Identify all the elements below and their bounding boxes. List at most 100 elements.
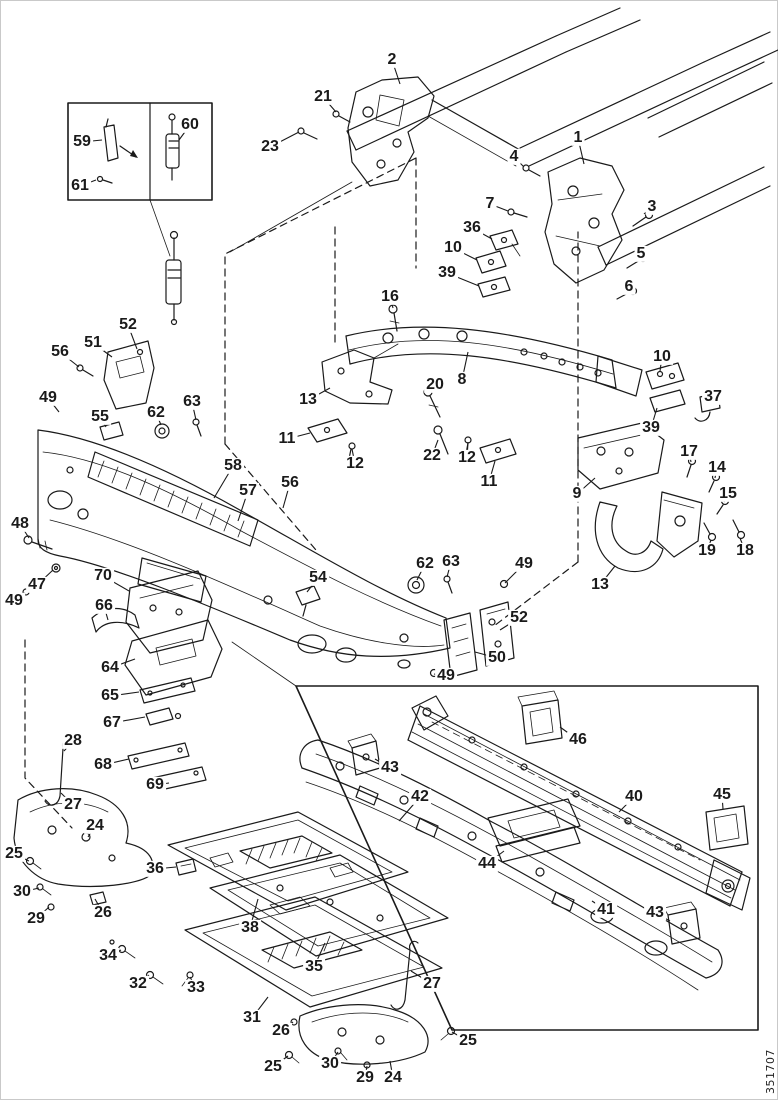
callout-13: 13: [297, 390, 319, 409]
callout-39: 39: [436, 263, 458, 282]
shock-absorber-drawing: [165, 230, 182, 326]
callout-10: 10: [651, 347, 673, 366]
callout-29: 29: [354, 1068, 376, 1087]
callout-49: 49: [435, 666, 457, 685]
callout-2: 2: [385, 50, 399, 69]
callout-1: 1: [571, 128, 585, 147]
callout-4: 4: [507, 147, 521, 166]
callout-38: 38: [239, 918, 261, 937]
callout-9: 9: [570, 484, 584, 503]
fascia-hardware-right-drawing: [295, 575, 515, 678]
callout-56: 56: [49, 342, 71, 361]
callout-49: 49: [3, 591, 25, 610]
callout-49: 49: [513, 554, 535, 573]
callout-62: 62: [414, 554, 436, 573]
callout-28: 28: [62, 731, 84, 750]
callout-60: 60: [179, 115, 201, 134]
callout-25: 25: [262, 1057, 284, 1076]
callout-48: 48: [9, 514, 31, 533]
callout-11: 11: [478, 472, 500, 491]
callout-25: 25: [457, 1031, 479, 1050]
callout-33: 33: [185, 978, 207, 997]
callout-52: 52: [508, 608, 530, 627]
callout-12: 12: [344, 454, 366, 473]
bumper-bracket-left-drawing: [229, 76, 435, 253]
callout-24: 24: [382, 1068, 404, 1087]
callout-42: 42: [409, 787, 431, 806]
callout-64: 64: [99, 658, 121, 677]
callout-58: 58: [222, 456, 244, 475]
callout-24: 24: [84, 816, 106, 835]
callout-40: 40: [623, 787, 645, 806]
callout-65: 65: [99, 686, 121, 705]
callout-23: 23: [259, 137, 281, 156]
callout-29: 29: [25, 909, 47, 928]
callout-43: 43: [379, 758, 401, 777]
callout-36: 36: [144, 859, 166, 878]
callout-6: 6: [622, 277, 636, 296]
callout-51: 51: [82, 333, 104, 352]
callout-35: 35: [303, 957, 325, 976]
callout-7: 7: [483, 194, 497, 213]
callout-12: 12: [456, 448, 478, 467]
callout-50: 50: [486, 648, 508, 667]
callout-11: 11: [276, 429, 298, 448]
callout-27: 27: [421, 974, 443, 993]
callout-70: 70: [92, 566, 114, 585]
construction-lines: [24, 157, 579, 829]
bracket-13-drawing: [321, 343, 449, 455]
callout-30: 30: [319, 1054, 341, 1073]
callout-63: 63: [181, 392, 203, 411]
document-number: 351707: [764, 1049, 777, 1094]
reinforcement-inset-drawing: [295, 685, 759, 1031]
callout-44: 44: [476, 854, 498, 873]
callout-62: 62: [145, 403, 167, 422]
callout-27: 27: [62, 795, 84, 814]
callout-26: 26: [92, 903, 114, 922]
callout-61: 61: [69, 176, 91, 195]
callout-30: 30: [11, 882, 33, 901]
frame-rails-drawing: [346, 7, 778, 266]
callout-45: 45: [711, 785, 733, 804]
callout-57: 57: [237, 481, 259, 500]
callout-43: 43: [644, 903, 666, 922]
callout-20: 20: [424, 375, 446, 394]
callout-22: 22: [421, 446, 443, 465]
callout-19: 19: [696, 541, 718, 560]
callout-63: 63: [440, 552, 462, 571]
callout-26: 26: [270, 1021, 292, 1040]
fascia-hardware-left-drawing: [22, 535, 61, 596]
callout-52: 52: [117, 315, 139, 334]
callout-46: 46: [567, 730, 589, 749]
callout-34: 34: [97, 946, 119, 965]
callout-17: 17: [678, 442, 700, 461]
callout-13: 13: [589, 575, 611, 594]
callout-56: 56: [279, 473, 301, 492]
callout-31: 31: [241, 1008, 263, 1027]
callout-67: 67: [101, 713, 123, 732]
callout-8: 8: [455, 370, 469, 389]
lower-brackets-left-drawing: [44, 570, 223, 806]
callout-10: 10: [442, 238, 464, 257]
callout-59: 59: [71, 132, 93, 151]
callout-37: 37: [702, 387, 724, 406]
callout-41: 41: [595, 900, 617, 919]
callout-47: 47: [26, 575, 48, 594]
callout-18: 18: [734, 541, 756, 560]
callout-36: 36: [461, 218, 483, 237]
callout-21: 21: [312, 87, 334, 106]
callout-5: 5: [634, 244, 648, 263]
callout-69: 69: [144, 775, 166, 794]
callout-14: 14: [706, 458, 728, 477]
callout-49: 49: [37, 388, 59, 407]
callout-66: 66: [93, 596, 115, 615]
bumper-fascia-drawing: [37, 340, 451, 687]
callout-3: 3: [645, 197, 659, 216]
callout-68: 68: [92, 755, 114, 774]
callout-15: 15: [717, 484, 739, 503]
callout-32: 32: [127, 974, 149, 993]
tow-hook-drawing: [594, 491, 703, 573]
callout-39: 39: [640, 418, 662, 437]
